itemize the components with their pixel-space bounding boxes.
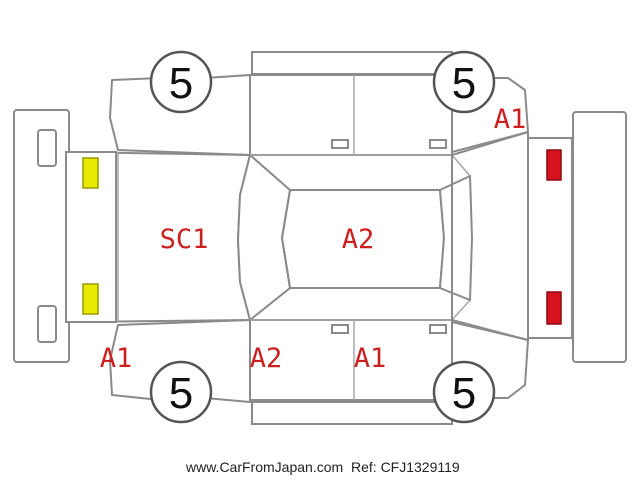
label-a2-roof: A2 — [342, 224, 375, 255]
rear-bumper — [572, 111, 627, 363]
label-a1-rear-quarter: A1 — [494, 104, 527, 135]
label-a1-front-fender: A1 — [100, 343, 133, 374]
cabin — [236, 153, 474, 322]
taillight-top — [546, 149, 562, 181]
footer-site: www.CarFromJapan.com — [185, 459, 343, 475]
tire-score-rear-bottom: 5 — [452, 369, 476, 418]
tire-front-bottom: 5 — [149, 360, 213, 424]
front-bumper — [13, 109, 70, 363]
taillight-bottom — [546, 291, 562, 325]
label-sc1-hood: SC1 — [160, 224, 209, 255]
tire-score-rear-top: 5 — [452, 59, 476, 108]
footer-ref: Ref: CFJ1329119 — [351, 459, 460, 475]
tire-score-front-top: 5 — [169, 59, 193, 108]
tire-rear-top: 5 — [432, 50, 496, 114]
headlight-bottom — [82, 283, 99, 315]
tire-front-top: 5 — [149, 50, 213, 114]
tire-score-front-bottom: 5 — [169, 369, 193, 418]
tire-rear-bottom: 5 — [432, 360, 496, 424]
headlight-top — [82, 157, 99, 189]
label-a1-rear-door: A1 — [354, 343, 387, 374]
label-a2-front-door: A2 — [250, 343, 283, 374]
